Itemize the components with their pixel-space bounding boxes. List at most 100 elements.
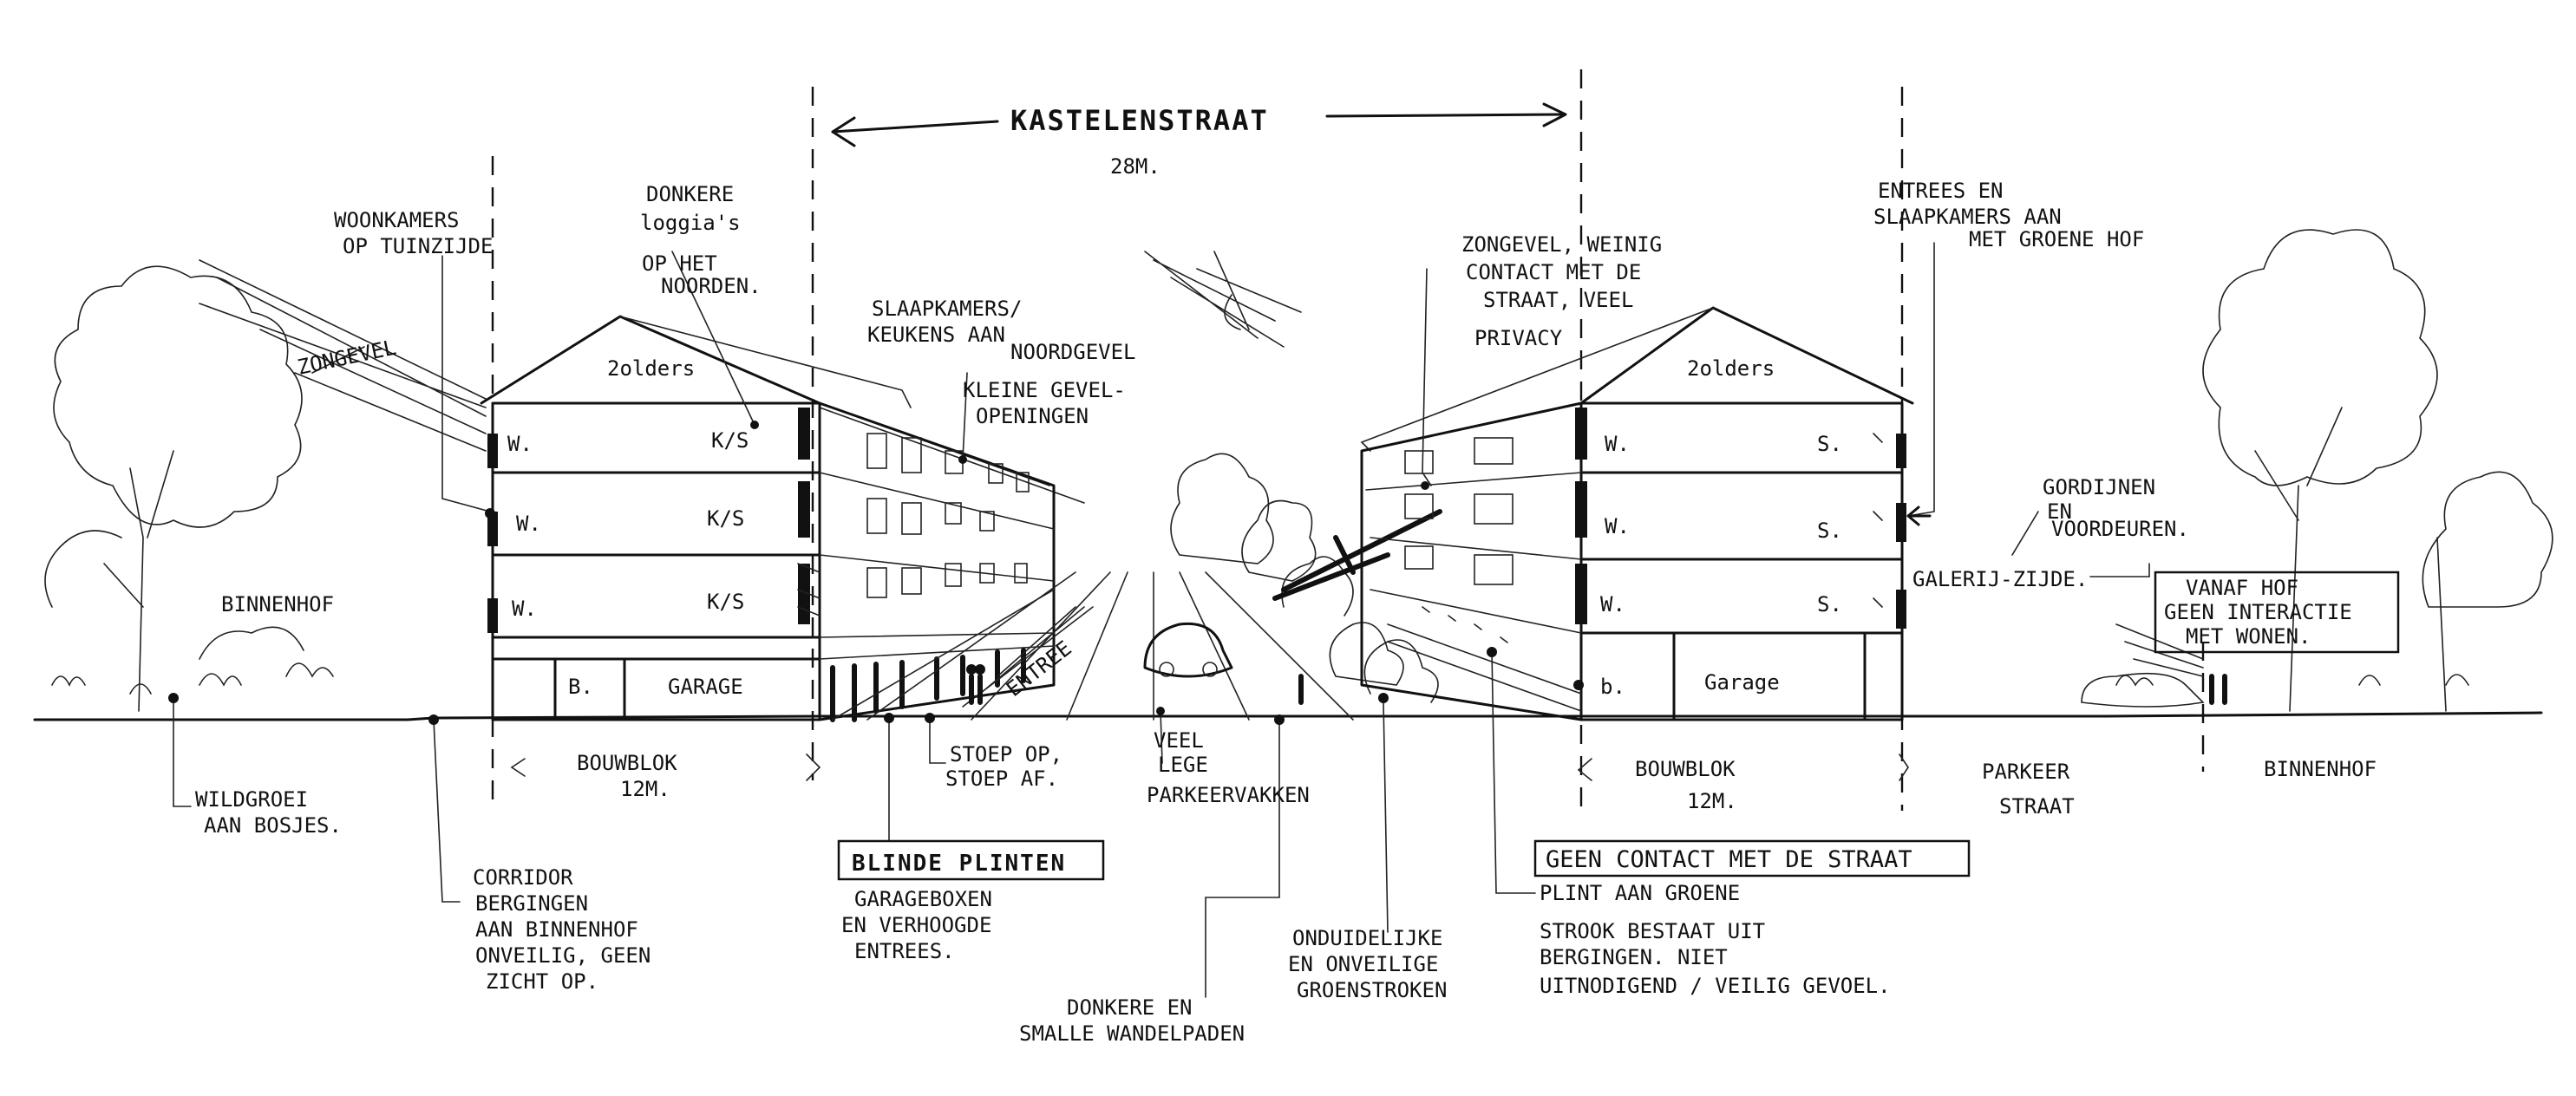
right-ground-b: b. bbox=[1600, 675, 1625, 699]
left-room-w-1: W. bbox=[507, 432, 533, 456]
vanaf-hof-line-2: GEEN INTERACTIE bbox=[2164, 600, 2352, 624]
onduidelijke-line-3: GROENSTROKEN bbox=[1297, 978, 1447, 1002]
kleine-gevel-line-2: OPENINGEN bbox=[976, 404, 1089, 428]
blinde-plinten-line-1: GARAGEBOXEN bbox=[854, 887, 992, 911]
right-room-s-1: S. bbox=[1817, 432, 1842, 456]
right-room-w-3: W. bbox=[1600, 592, 1625, 616]
geen-contact-title: GEEN CONTACT MET DE STRAAT bbox=[1546, 846, 1912, 873]
annotation-gordijnen: GORDIJNEN EN VOORDEUREN. bbox=[2043, 475, 2189, 541]
annotation-vanaf-hof: VANAF HOF GEEN INTERACTIE MET WONEN. bbox=[2155, 572, 2398, 652]
veel-lege-line-3: PARKEERVAKKEN bbox=[1147, 783, 1310, 807]
wildgroei-line-2: AAN BOSJES. bbox=[204, 813, 342, 838]
donkere-loggias-line-3: OP HET bbox=[642, 251, 717, 276]
annotation-woonkamers: WOONKAMERS OP TUINZIJDE bbox=[334, 208, 493, 258]
entrees-line-2: SLAAPKAMERS AAN bbox=[1873, 205, 2062, 229]
corridor-line-2: BERGINGEN bbox=[475, 891, 588, 916]
binnenhof-right: BINNENHOF bbox=[2264, 757, 2377, 781]
annotation-stoep: STOEP OP, STOEP AF. bbox=[945, 742, 1062, 791]
zongevel-right-line-1: ZONGEVEL, WEINIG bbox=[1461, 232, 1662, 257]
slaapkamers-line-3: NOORDGEVEL bbox=[1010, 340, 1136, 364]
left-attic-label: 2olders bbox=[607, 356, 695, 381]
donkere-paden-line-2: SMALLE WANDELPADEN bbox=[1019, 1021, 1245, 1046]
geen-contact-line-4: UITNODIGEND / VEILIG GEVOEL. bbox=[1540, 974, 1891, 998]
annotation-kleine-gevel: KLEINE GEVEL- OPENINGEN bbox=[963, 378, 1126, 428]
vanaf-hof-line-1: VANAF HOF bbox=[2186, 576, 2298, 600]
veel-lege-line-1: VEEL bbox=[1154, 728, 1204, 753]
onduidelijke-line-1: ONDUIDELIJKE bbox=[1292, 926, 1442, 950]
left-room-ks-2: K/S bbox=[707, 506, 744, 531]
slaapkamers-line-1: SLAAPKAMERS/ bbox=[872, 297, 1022, 321]
annotation-zongevel-right: ZONGEVEL, WEINIG CONTACT MET DE STRAAT, … bbox=[1461, 232, 1662, 350]
kleine-gevel-line-1: KLEINE GEVEL- bbox=[963, 378, 1126, 402]
zongevel-right-line-4: PRIVACY bbox=[1474, 326, 1563, 350]
geen-contact-line-1: PLINT AAN GROENE bbox=[1540, 881, 1740, 905]
donkere-loggias-line-2: loggia's bbox=[640, 211, 741, 235]
woonkamers-line-1: WOONKAMERS bbox=[334, 208, 460, 232]
left-ground-b: B. bbox=[568, 675, 593, 699]
right-block-label: BOUWBLOK bbox=[1635, 757, 1736, 781]
slaapkamers-line-2: KEUKENS AAN bbox=[867, 323, 1005, 347]
right-room-w-1: W. bbox=[1605, 432, 1630, 456]
street-width: 28M. bbox=[1110, 154, 1161, 179]
right-room-s-2: S. bbox=[1817, 519, 1842, 543]
entrees-line-1: ENTREES EN bbox=[1878, 179, 2004, 203]
left-room-ks-1: K/S bbox=[711, 428, 749, 453]
vanaf-hof-line-3: MET WONEN. bbox=[2186, 624, 2311, 649]
zongevel-right-line-3: STRAAT, VEEL bbox=[1483, 288, 1633, 312]
annotation-corridor: CORRIDOR BERGINGEN AAN BINNENHOF ONVEILI… bbox=[473, 865, 651, 994]
stoep-line-1: STOEP OP, bbox=[950, 742, 1062, 767]
stoep-line-2: STOEP AF. bbox=[945, 767, 1058, 791]
right-room-s-3: S. bbox=[1817, 592, 1842, 616]
onduidelijke-line-2: EN ONVEILIGE bbox=[1288, 952, 1438, 976]
donkere-paden-line-1: DONKERE EN bbox=[1067, 995, 1193, 1020]
galerij-zijde: GALERIJ-ZIJDE. bbox=[1912, 567, 2088, 591]
tree-right bbox=[2082, 230, 2553, 711]
gordijnen-line-3: VOORDEUREN. bbox=[2051, 517, 2189, 541]
left-block-label: BOUWBLOK bbox=[577, 751, 677, 775]
parkeer-line-2: STRAAT bbox=[1999, 794, 2075, 819]
donkere-loggias-line-1: DONKERE bbox=[646, 182, 734, 206]
woonkamers-line-2: OP TUINZIJDE bbox=[343, 234, 493, 258]
binnenhof-left: BINNENHOF bbox=[221, 592, 334, 616]
left-block-width: 12M. bbox=[620, 777, 670, 801]
right-attic-label: 2olders bbox=[1687, 356, 1775, 381]
gordijnen-line-1: GORDIJNEN bbox=[2043, 475, 2155, 499]
pointer-arrows bbox=[1908, 507, 1930, 525]
zongevel-left: ZONGEVEL bbox=[295, 335, 398, 379]
leader-lines bbox=[173, 243, 2149, 997]
right-ground-garage: Garage bbox=[1704, 670, 1780, 695]
annotation-onduidelijke: ONDUIDELIJKE EN ONVEILIGE GROENSTROKEN bbox=[1288, 926, 1447, 1002]
blinde-plinten-line-3: ENTREES. bbox=[854, 939, 955, 963]
parkeer-line-1: PARKEER bbox=[1982, 760, 2070, 784]
street-perspective bbox=[833, 251, 1440, 720]
annotation-geen-contact: GEEN CONTACT MET DE STRAAT PLINT AAN GRO… bbox=[1535, 841, 1969, 998]
building-right bbox=[1362, 308, 1912, 720]
building-left bbox=[481, 316, 1084, 720]
annotation-veel-lege: VEEL LEGE PARKEERVAKKEN bbox=[1147, 728, 1310, 807]
donkere-loggias-line-4: NOORDEN. bbox=[661, 274, 762, 298]
annotation-wildgroei: WILDGROEI AAN BOSJES. bbox=[195, 787, 342, 838]
blinde-plinten-line-2: EN VERHOOGDE bbox=[841, 913, 991, 937]
annotation-donkere-loggias: DONKERE loggia's OP HET NOORDEN. bbox=[640, 182, 762, 298]
left-room-w-2: W. bbox=[516, 512, 541, 536]
corridor-line-3: AAN BINNENHOF bbox=[475, 917, 638, 942]
blinde-plinten-title: BLINDE PLINTEN bbox=[852, 851, 1066, 877]
veel-lege-line-2: LEGE bbox=[1158, 753, 1208, 777]
corridor-line-4: ONVEILIG, GEEN bbox=[475, 943, 651, 968]
corridor-line-1: CORRIDOR bbox=[473, 865, 573, 890]
geen-contact-line-2: STROOK BESTAAT UIT bbox=[1540, 919, 1765, 943]
zongevel-right-line-2: CONTACT MET DE bbox=[1466, 260, 1641, 284]
annotation-blinde-plinten: BLINDE PLINTEN GARAGEBOXEN EN VERHOOGDE … bbox=[839, 841, 1103, 963]
left-windows bbox=[798, 434, 1029, 720]
street-name: KASTELENSTRAAT bbox=[1010, 104, 1269, 137]
wildgroei-line-1: WILDGROEI bbox=[195, 787, 308, 812]
entrees-line-3: MET GROENE HOF bbox=[1969, 227, 2144, 251]
corridor-line-5: ZICHT OP. bbox=[486, 969, 598, 994]
geen-contact-line-3: BERGINGEN. NIET bbox=[1540, 945, 1728, 969]
right-block-width: 12M. bbox=[1687, 789, 1737, 813]
annotation-donkere-paden: DONKERE EN SMALLE WANDELPADEN bbox=[1019, 995, 1245, 1046]
left-room-ks-3: K/S bbox=[707, 590, 744, 614]
left-room-w-3: W. bbox=[512, 597, 537, 621]
annotation-slaapkamers: SLAAPKAMERS/ KEUKENS AAN NOORDGEVEL bbox=[867, 297, 1136, 364]
